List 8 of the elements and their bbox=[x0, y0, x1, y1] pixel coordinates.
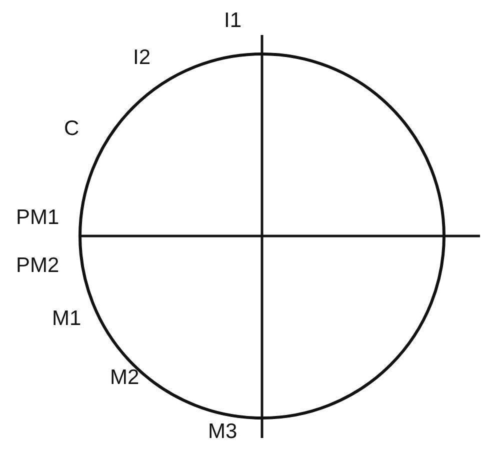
point-label: PM1 bbox=[16, 207, 60, 228]
point-label: M1 bbox=[52, 308, 82, 329]
point-label: PM2 bbox=[16, 255, 60, 276]
point-label: M3 bbox=[208, 421, 238, 442]
point-label: I2 bbox=[133, 47, 151, 68]
point-label: C bbox=[64, 118, 80, 139]
point-label: I1 bbox=[224, 10, 242, 31]
point-label: M2 bbox=[110, 367, 140, 388]
